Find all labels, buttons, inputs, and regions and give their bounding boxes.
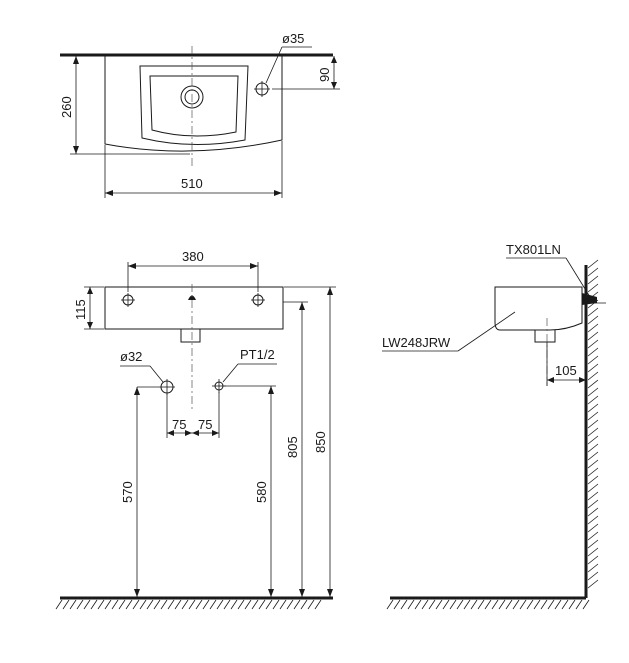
basin-height-label: 115 <box>73 299 88 320</box>
diameter-leader-top <box>265 46 283 84</box>
supply-thread-label: PT1/2 <box>240 347 275 362</box>
rim-top-label: 850 <box>313 431 328 453</box>
bowl-inner-top <box>149 75 239 137</box>
supply-leader <box>222 363 239 383</box>
wall-hatch-side <box>587 259 599 589</box>
spacing-label: 380 <box>182 249 204 264</box>
basin-side <box>494 286 583 331</box>
rim-under-label: 805 <box>285 436 300 458</box>
trap-stub-front <box>180 329 201 343</box>
basin-leader <box>457 311 516 352</box>
basin-front <box>104 286 284 330</box>
width-label: 510 <box>181 176 203 191</box>
top-view: ø35 260 90 510 <box>59 31 340 198</box>
wall-offset-label: 105 <box>555 363 577 378</box>
bracket-model-label: TX801LN <box>506 242 561 257</box>
bracket-leader <box>565 257 591 298</box>
hole-offset-label: 90 <box>317 68 332 82</box>
drain-diameter-label: ø32 <box>120 349 142 364</box>
bowl-outer-top <box>139 65 249 146</box>
wall-bracket <box>582 293 597 305</box>
overflow-mark <box>188 295 196 300</box>
drain-offset-label: 75 <box>172 417 186 432</box>
supply-offset-label: 75 <box>198 417 212 432</box>
drain-leader <box>149 365 164 383</box>
front-view: 380 115 ø32 PT1/2 <box>55 249 336 610</box>
depth-label: 260 <box>59 96 74 118</box>
trap-stub-side <box>534 330 556 343</box>
supply-height-label: 580 <box>254 481 269 503</box>
basin-model-label: LW248JRW <box>382 335 451 350</box>
basin-outline-top <box>104 56 283 152</box>
floor-hatch-side <box>386 599 590 610</box>
floor-hatch-front <box>55 599 322 610</box>
side-view: TX801LN LW248JRW 105 <box>382 242 606 610</box>
hole-diameter-label: ø35 <box>282 31 304 46</box>
drain-height-label: 570 <box>120 481 135 503</box>
